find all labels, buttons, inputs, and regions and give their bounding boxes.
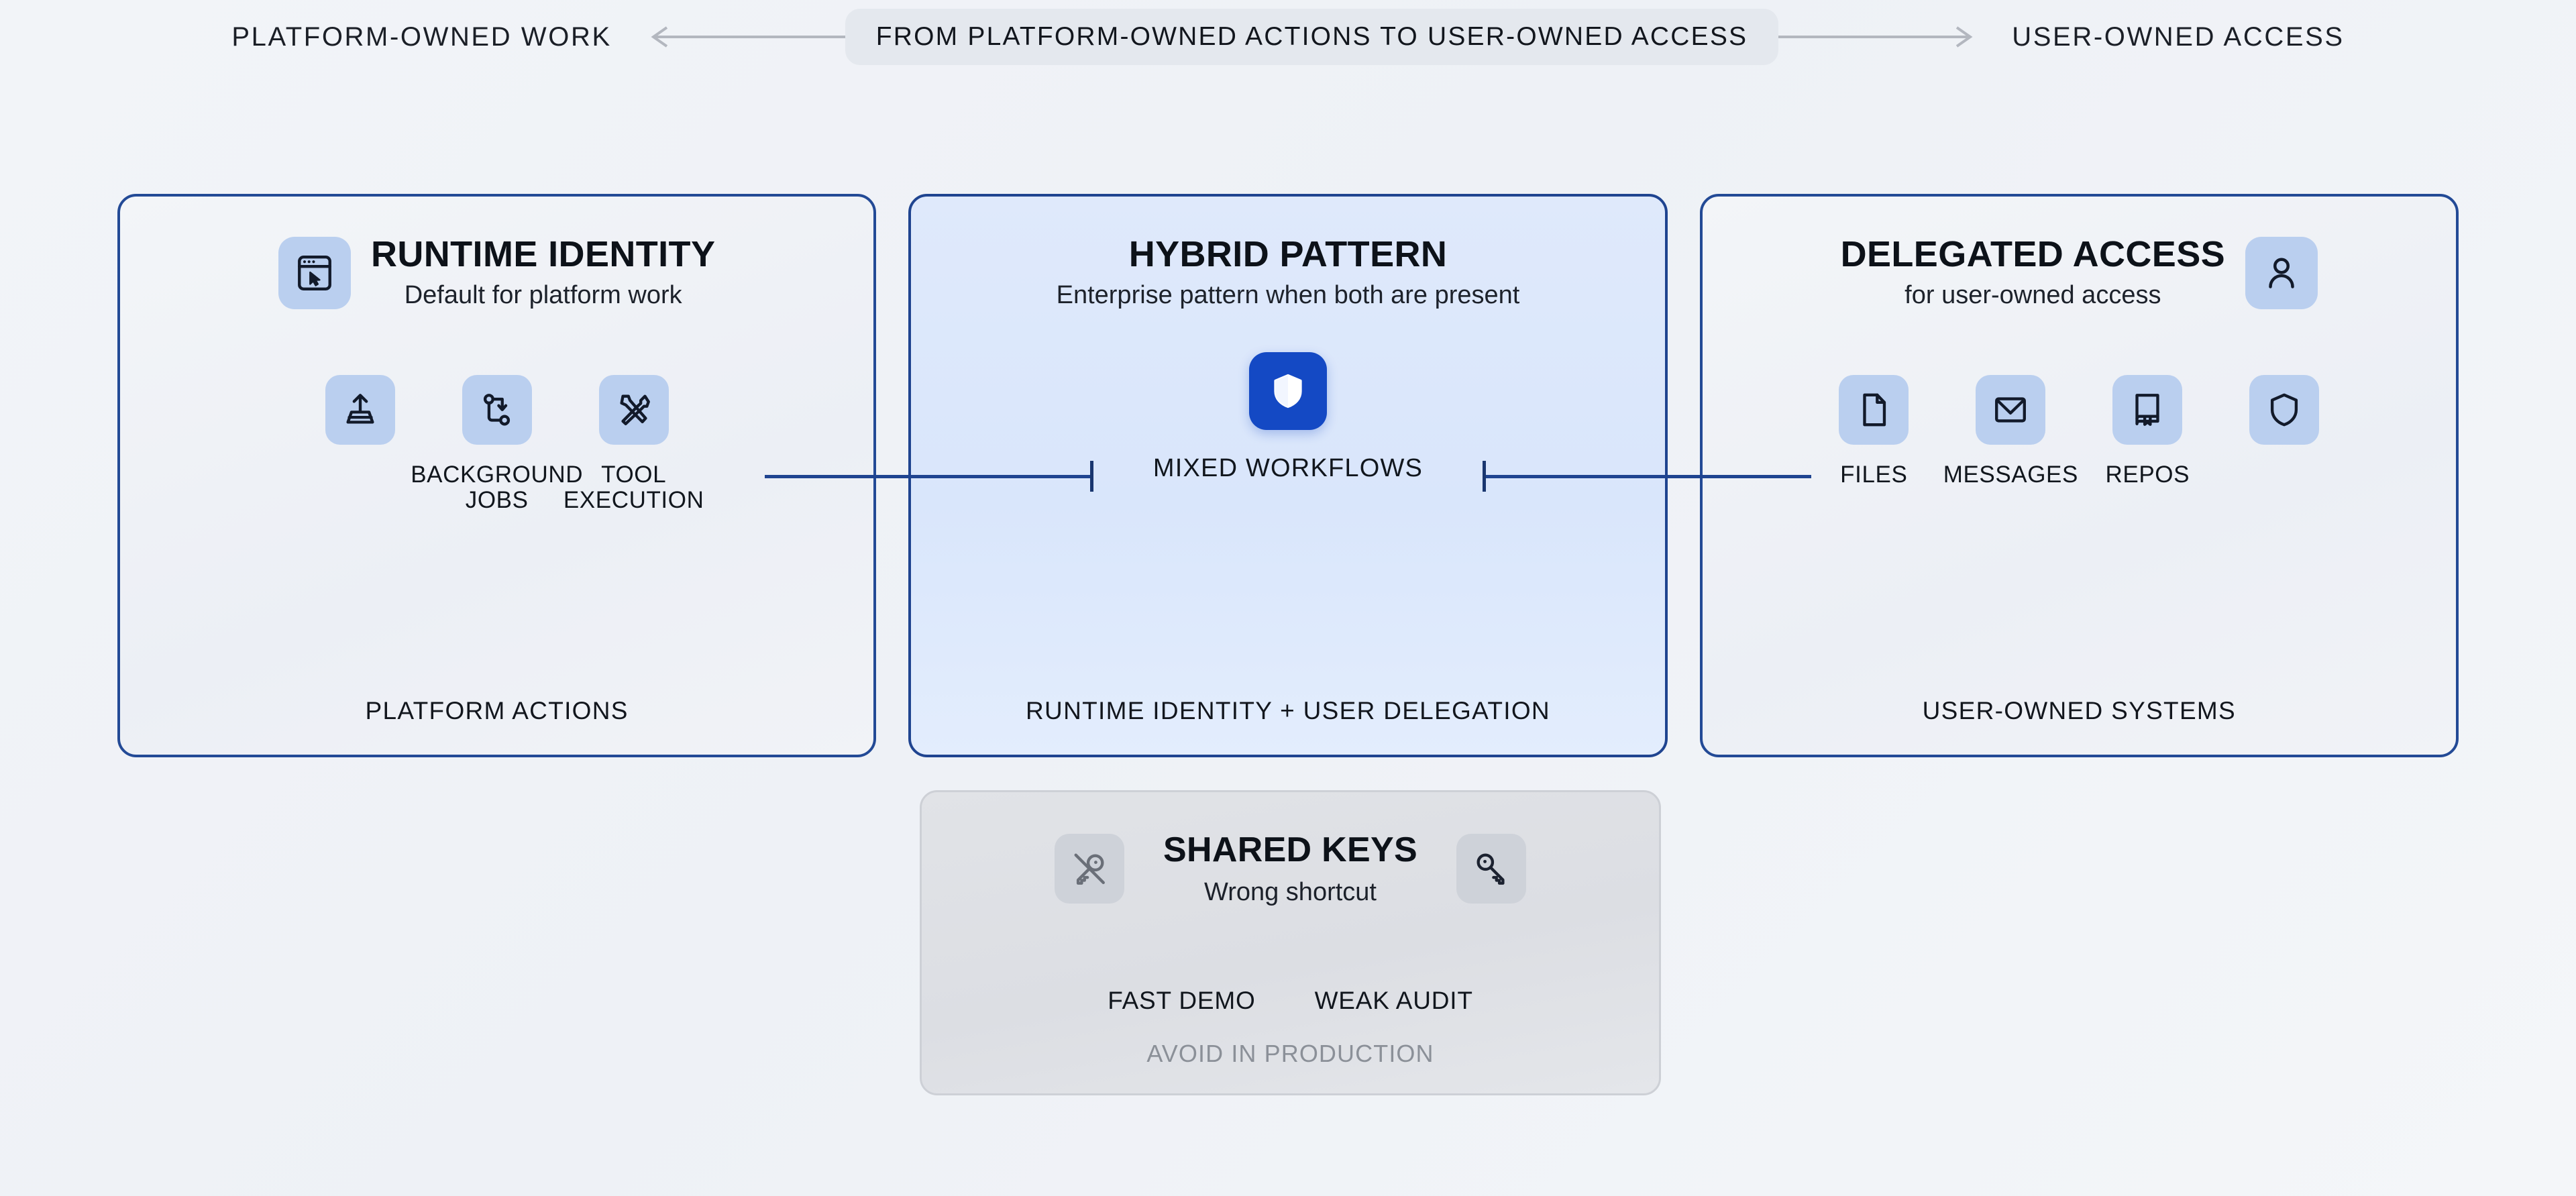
page-title: HYBRID PATTERN [1128, 234, 1448, 274]
arrow-right-icon [1778, 23, 1980, 50]
key-icon [1456, 833, 1526, 904]
right-icon-row: FILES MESSAGES [1703, 375, 2456, 488]
list-item[interactable]: BACKGROUND JOBS [411, 375, 582, 513]
connector-cap-right [1483, 461, 1486, 492]
panel-footer-label: RUNTIME IDENTITY + USER DELEGATION [1026, 697, 1550, 724]
arrow-left-icon [644, 23, 845, 50]
card-title: SHARED KEYS [1163, 830, 1417, 869]
tools-wrench-screwdriver-icon [598, 375, 669, 445]
workflow-branch-icon [462, 375, 532, 445]
list-item-label: TOOL EXECUTION [563, 461, 704, 513]
axis-right-label: USER-OWNED ACCESS [2012, 21, 2345, 52]
upload-deploy-icon [325, 375, 395, 445]
list-item[interactable]: REPOS [2097, 375, 2198, 488]
shield-outline-icon [2249, 375, 2320, 445]
list-item[interactable] [310, 375, 411, 462]
left-icon-row: BACKGROUND JOBS TOOL EXECUTION [120, 375, 873, 513]
envelope-mail-icon [1976, 375, 2046, 445]
connector-cap-left [1090, 461, 1093, 492]
page-title: RUNTIME IDENTITY [370, 234, 716, 274]
status-badge: WEAK AUDIT [1314, 987, 1473, 1014]
panel-runtime-identity[interactable]: RUNTIME IDENTITY Default for platform wo… [117, 194, 877, 757]
key-disabled-icon [1055, 833, 1125, 904]
list-item[interactable]: MESSAGES [1943, 375, 2078, 488]
file-document-icon [1839, 375, 1909, 445]
list-item-label: REPOS [2105, 461, 2190, 488]
axis-center-label: FROM PLATFORM-OWNED ACTIONS TO USER-OWNE… [845, 9, 1779, 65]
axis-header: PLATFORM-OWNED WORK FROM PLATFORM-OWNED … [0, 0, 2576, 74]
panel-header: RUNTIME IDENTITY Default for platform wo… [120, 235, 873, 310]
list-item-label: FILES [1840, 461, 1908, 488]
user-person-icon [2245, 236, 2318, 309]
panel-delegated-access[interactable]: DELEGATED ACCESS for user-owned access [1699, 194, 2459, 757]
panel-header: DELEGATED ACCESS for user-owned access [1703, 235, 2456, 310]
status-badge: FAST DEMO [1108, 987, 1256, 1014]
axis-left-label: PLATFORM-OWNED WORK [231, 21, 612, 52]
page-title: DELEGATED ACCESS [1840, 234, 2226, 274]
connector-right [1483, 475, 1811, 478]
list-item-label: BACKGROUND JOBS [411, 461, 584, 513]
panel-subtitle: Enterprise pattern when both are present [1056, 281, 1520, 310]
panel-subtitle: for user-owned access [1904, 281, 2161, 310]
panel-footer-label: PLATFORM ACTIONS [365, 697, 629, 724]
panel-subtitle: Default for platform work [404, 281, 682, 310]
connector-left [765, 475, 1093, 478]
center-node[interactable]: MIXED WORKFLOWS [911, 352, 1664, 483]
repository-book-icon [2112, 375, 2183, 445]
panel-footer-label: USER-OWNED SYSTEMS [1922, 697, 2237, 724]
card-chips: FAST DEMO WEAK AUDIT [922, 987, 1659, 1015]
list-item[interactable]: FILES [1823, 375, 1924, 488]
list-item[interactable] [2234, 375, 2334, 462]
browser-window-cursor-icon [278, 236, 351, 309]
list-item[interactable]: TOOL EXECUTION [564, 375, 704, 513]
panels-row: RUNTIME IDENTITY Default for platform wo… [117, 194, 2459, 757]
list-item-label: MESSAGES [1943, 461, 2078, 488]
center-node-label: MIXED WORKFLOWS [1152, 454, 1424, 482]
card-footer-label: AVOID IN PRODUCTION [1146, 1040, 1434, 1067]
card-header: SHARED KEYS Wrong shortcut [922, 830, 1659, 907]
shield-icon [1248, 352, 1327, 430]
panel-header: HYBRID PATTERN Enterprise pattern when b… [911, 235, 1664, 310]
card-shared-keys[interactable]: SHARED KEYS Wrong shortcut FAST DEMO WEA… [920, 790, 1661, 1095]
card-subtitle: Wrong shortcut [1204, 878, 1377, 906]
